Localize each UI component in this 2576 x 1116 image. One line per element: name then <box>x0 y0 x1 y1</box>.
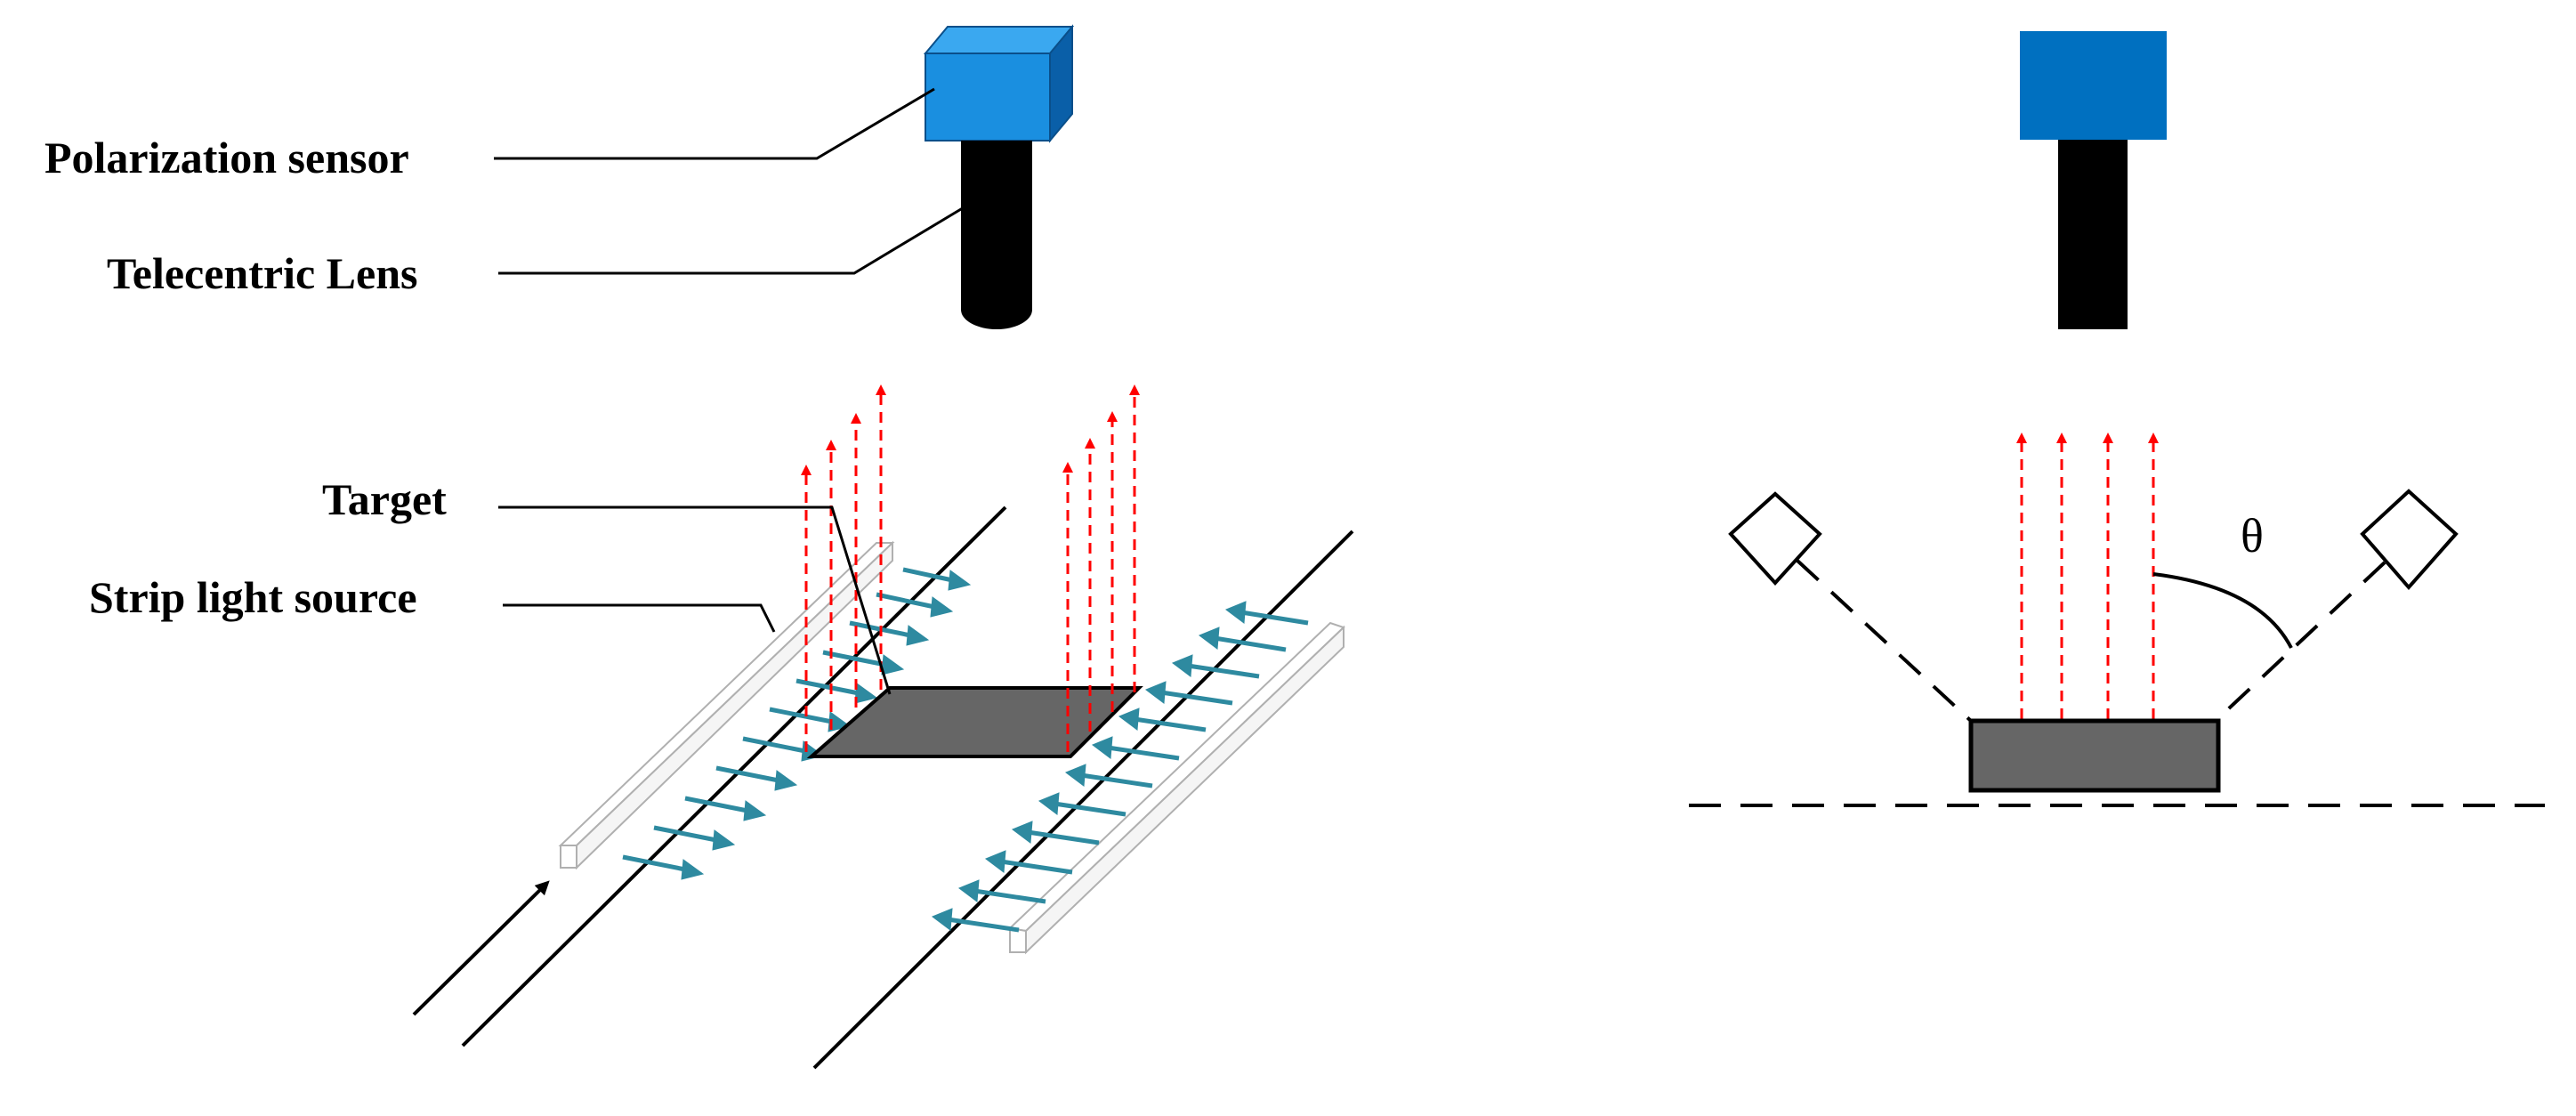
conveyor-direction-arrow <box>412 880 550 1016</box>
reflected-light-3d <box>801 384 1140 752</box>
lens-leader-line <box>498 205 966 275</box>
polarization-arrows-right <box>931 601 1309 933</box>
sensor-leader-line <box>494 87 935 160</box>
incident-beam-right <box>2214 561 2386 723</box>
telecentric-lens-side <box>2058 140 2128 329</box>
target-leader-line <box>498 505 892 695</box>
strip-light-right <box>1007 621 1345 955</box>
target-side <box>1968 718 2221 793</box>
angle-arc <box>2152 572 2293 649</box>
label-strip-light-source: Strip light source <box>89 572 417 622</box>
polarization-sensor-3d <box>923 24 1075 143</box>
conveyor-rails <box>461 505 1354 1070</box>
strip-light-left <box>558 540 895 870</box>
label-polarization-sensor: Polarization sensor <box>44 133 409 182</box>
label-angle-theta: θ <box>2241 509 2264 562</box>
reflected-light-side <box>2016 433 2159 719</box>
target-3d <box>806 686 1143 758</box>
light-source-left-side <box>1728 491 1822 586</box>
strip-light-leader-line <box>503 603 776 633</box>
polarization-sensor-side <box>2020 31 2167 140</box>
incident-beam-left <box>1796 559 1973 723</box>
label-telecentric-lens: Telecentric Lens <box>107 248 418 298</box>
light-source-right-side <box>2360 489 2459 591</box>
telecentric-lens-3d <box>961 141 1032 329</box>
label-target: Target <box>322 474 447 524</box>
